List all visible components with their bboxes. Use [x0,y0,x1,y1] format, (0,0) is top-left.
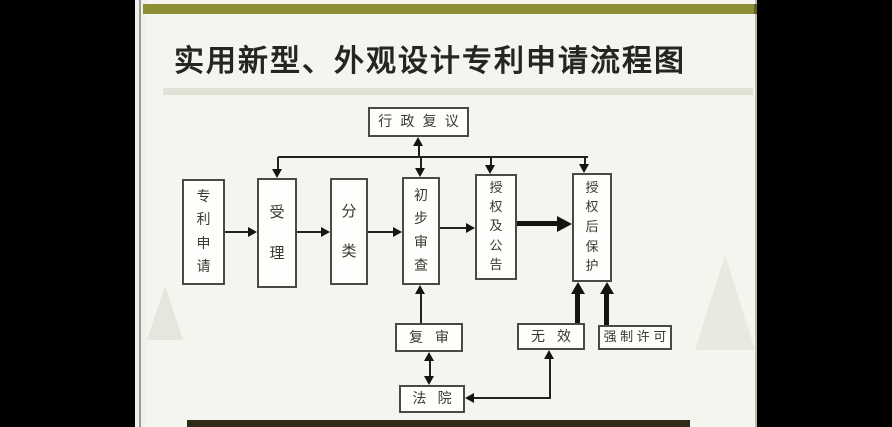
node-chubu-shencha: 初步审查 [402,177,440,285]
edge-wuxiao-fayuan-vertical [549,359,551,399]
edge-review-line [278,156,588,158]
edge-review-to-fuyi [418,146,420,157]
node-zhuanli-shenqing: 专利申请 [182,179,225,285]
node-wuxiao: 无效 [517,323,585,350]
arrowhead-into-chubu-top [415,168,425,177]
arrowhead-gonggao-baohu [557,216,572,232]
edge-fushen-chubu [420,294,422,323]
edge-gonggao-baohu-thick [517,221,558,226]
watermark-mountain-right [695,255,755,350]
edge-review-to-gonggao [490,157,492,166]
edge-chubu-gonggao [440,227,467,229]
arrowhead-shenqing-shouli [248,227,257,237]
slide-top-gold-bar [143,4,757,14]
slide-bottom-bar [187,420,690,427]
left-filmstrip-edge [135,0,147,427]
node-shouquan-hou-baohu: 授权后保护 [572,173,612,282]
node-shouli: 受理 [257,178,297,288]
arrowhead-into-xingzheng-fuyi [413,137,423,146]
node-xingzheng-fuyi: 行政复议 [368,107,469,137]
arrowhead-into-fayuan-right [465,393,474,403]
arrowhead-qiangzhi-baohu [600,282,614,294]
node-shouquan-ji-gonggao: 授权及公告 [475,174,517,280]
arrowhead-wuxiao-baohu [571,282,585,294]
arrowhead-into-wuxiao [544,350,554,359]
edge-fushen-fayuan [429,360,431,378]
edge-review-to-shouli [277,157,279,170]
edge-wuxiao-baohu-thick [575,293,580,323]
edge-shenqing-shouli [225,231,249,233]
watermark-mountain-left [147,286,183,340]
arrowhead-into-baohu-top [579,164,589,173]
arrowhead-chubu-gonggao [466,223,475,233]
title-underline [163,88,753,95]
edge-review-to-baohu [584,157,586,165]
patent-flowchart: 行政复议 专利申请 受理 分类 初步审查 授权及公告 授权后保护 复审 无效 强… [147,0,755,427]
arrowhead-into-fayuan-top [424,376,434,385]
edge-review-to-chubu [420,157,422,168]
arrowhead-into-gonggao-top [485,165,495,174]
node-fayuan: 法院 [399,385,465,413]
edge-wuxiao-fayuan-horizontal [474,397,551,399]
arrowhead-into-fushen [424,352,434,361]
edge-shouli-fenlei [297,231,322,233]
arrowhead-into-chubu-bottom [415,285,425,294]
edge-fenlei-chubu [368,231,394,233]
left-filmstrip-line [139,0,141,427]
slide: 实用新型、外观设计专利申请流程图 行政复议 专利申请 受理 分类 初步审查 授权… [147,0,757,427]
arrowhead-fenlei-chubu [393,227,402,237]
node-qiangzhi-xuke: 强制许可 [598,325,672,350]
edge-qiangzhi-baohu-thick [604,293,609,325]
slide-title: 实用新型、外观设计专利申请流程图 [174,44,686,79]
node-fushen: 复审 [395,323,463,352]
node-fenlei: 分类 [330,178,368,285]
arrowhead-shouli-fenlei [321,227,330,237]
arrowhead-into-shouli [272,169,282,178]
